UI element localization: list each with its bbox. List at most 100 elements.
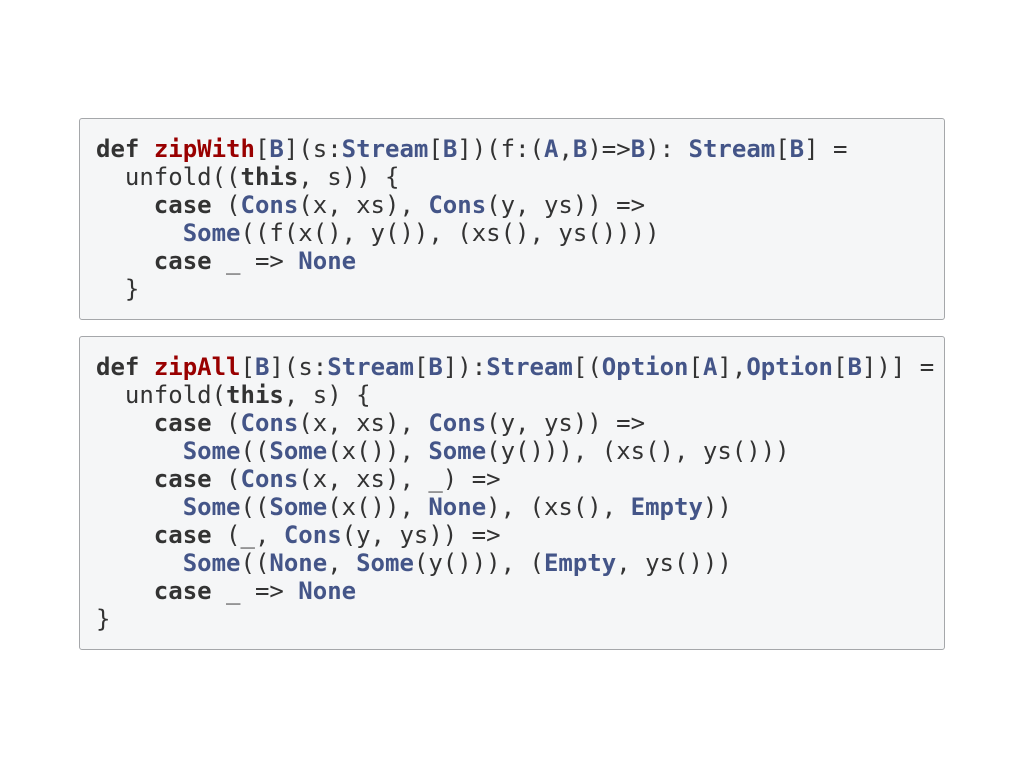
code-token	[96, 191, 154, 219]
type-token: Cons	[240, 191, 299, 219]
code-token: ] =	[804, 135, 848, 163]
code-token	[96, 437, 183, 465]
keyword-token: def	[96, 353, 140, 381]
code-line: Some((Some(x()), Some(y())), (xs(), ys()…	[96, 437, 934, 465]
code-token	[96, 493, 183, 521]
code-token: [	[240, 353, 255, 381]
type-token: Stream	[688, 135, 776, 163]
code-token	[139, 135, 153, 163]
type-token: Stream	[341, 135, 429, 163]
code-token: [	[428, 135, 443, 163]
code-token: (x, xs),	[298, 409, 429, 437]
keyword-token: case	[153, 247, 212, 275]
code-token: (y, ys)) =>	[341, 521, 501, 549]
code-token: , s) {	[283, 381, 371, 409]
code-token: [	[413, 353, 429, 381]
type-token: Stream	[327, 353, 414, 381]
keyword-token: this	[240, 163, 299, 191]
type-token: B	[428, 353, 443, 381]
code-token: ))	[702, 493, 732, 521]
code-token: ],	[717, 353, 747, 381]
code-token: [(	[572, 353, 602, 381]
code-token: (y())), (	[413, 549, 544, 577]
code-token: , ys()))	[616, 549, 732, 577]
code-token: [	[688, 353, 703, 381]
function-name-token: zipWith	[153, 135, 255, 163]
type-token: B	[572, 135, 588, 163]
code-block-zipwith: def zipWith[B](s:Stream[B])(f:(A,B)=>B):…	[79, 118, 945, 320]
code-text: def zipWith[B](s:Stream[B])(f:(A,B)=>B):…	[96, 135, 847, 303]
code-block-zipall: def zipAll[B](s:Stream[B]):Stream[(Optio…	[79, 336, 945, 650]
code-line: }	[96, 605, 934, 633]
code-token: (	[211, 191, 241, 219]
type-token: B	[442, 135, 458, 163]
keyword-token: case	[153, 465, 212, 493]
code-token	[96, 247, 154, 275]
code-token: (y, ys)) =>	[486, 409, 646, 437]
type-token: Option	[746, 353, 834, 381]
type-token: Cons	[428, 191, 487, 219]
code-line: def zipWith[B](s:Stream[B])(f:(A,B)=>B):…	[96, 135, 847, 163]
code-token: ]):	[442, 353, 487, 381]
code-token: ):	[645, 135, 689, 163]
type-token: Cons	[428, 409, 487, 437]
type-token: Empty	[543, 549, 617, 577]
code-token	[139, 353, 153, 381]
type-token: B	[847, 353, 862, 381]
code-token	[96, 465, 154, 493]
code-token: ), (xs(),	[486, 493, 631, 521]
code-token: _ =>	[211, 247, 299, 275]
type-token: Some	[182, 219, 241, 247]
code-line: case _ => None	[96, 247, 847, 275]
type-token: Some	[356, 549, 414, 577]
code-token: ((	[240, 549, 270, 577]
type-token: Option	[601, 353, 689, 381]
code-token: [	[775, 135, 790, 163]
code-line: }	[96, 275, 847, 303]
code-token: ,	[327, 549, 357, 577]
code-line: unfold(this, s) {	[96, 381, 934, 409]
code-line: unfold((this, s)) {	[96, 163, 847, 191]
code-line: case (Cons(x, xs), Cons(y, ys)) =>	[96, 409, 934, 437]
code-text: def zipAll[B](s:Stream[B]):Stream[(Optio…	[96, 353, 934, 633]
code-token	[96, 521, 154, 549]
type-token: B	[789, 135, 805, 163]
code-token: [	[254, 135, 270, 163]
keyword-token: case	[153, 409, 212, 437]
code-line: case (Cons(x, xs), _) =>	[96, 465, 934, 493]
code-token	[96, 409, 154, 437]
type-token: B	[254, 353, 270, 381]
type-token: Some	[269, 493, 328, 521]
code-token: (x, xs), _) =>	[298, 465, 501, 493]
type-token: B	[630, 135, 646, 163]
code-token: )=>	[587, 135, 631, 163]
type-token: Cons	[240, 409, 299, 437]
code-token: ,	[558, 135, 573, 163]
code-line: case (_, Cons(y, ys)) =>	[96, 521, 934, 549]
code-token: [	[833, 353, 848, 381]
type-token: None	[269, 549, 328, 577]
code-token: ((f(x(), y()), (xs(), ys())))	[240, 219, 660, 247]
code-line: Some((Some(x()), None), (xs(), Empty))	[96, 493, 934, 521]
function-name-token: zipAll	[153, 353, 241, 381]
code-token: unfold(	[96, 381, 227, 409]
type-token: None	[428, 493, 487, 521]
code-token: (	[211, 409, 241, 437]
code-token: (y, ys)) =>	[486, 191, 646, 219]
code-token: ((	[240, 493, 270, 521]
code-line: def zipAll[B](s:Stream[B]):Stream[(Optio…	[96, 353, 934, 381]
type-token: None	[298, 577, 357, 605]
code-token: (y())), (xs(), ys()))	[486, 437, 790, 465]
type-token: Some	[182, 493, 241, 521]
type-token: Some	[182, 549, 241, 577]
type-token: Empty	[630, 493, 703, 521]
code-token: (x()),	[327, 493, 429, 521]
code-token: unfold((	[96, 163, 241, 191]
keyword-token: case	[153, 577, 212, 605]
code-token	[96, 577, 154, 605]
code-line: Some((None, Some(y())), (Empty, ys()))	[96, 549, 934, 577]
type-token: Cons	[283, 521, 342, 549]
keyword-token: case	[153, 521, 212, 549]
type-token: A	[702, 353, 718, 381]
code-token: (x, xs),	[298, 191, 429, 219]
